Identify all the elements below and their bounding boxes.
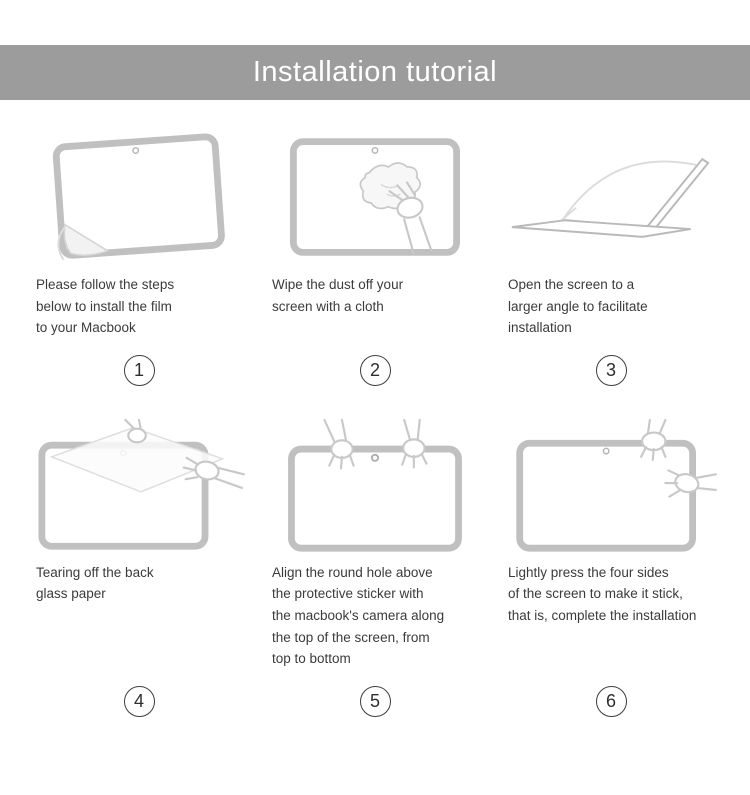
macbook-film-peel-icon xyxy=(52,133,225,261)
camera-dot-icon xyxy=(602,447,610,455)
hand-icon xyxy=(388,181,433,256)
step-3-illustration xyxy=(502,130,720,266)
step-1-illustration xyxy=(30,130,248,266)
laptop-open-angle-icon xyxy=(511,157,710,238)
macbook-screen-icon xyxy=(516,439,696,552)
hand-icon xyxy=(401,418,428,469)
step-4-caption: Tearing off the back glass paper xyxy=(36,564,154,602)
macbook-screen-icon xyxy=(52,133,225,259)
hand-icon xyxy=(182,456,245,489)
step-6-caption: Lightly press the four sides of the scre… xyxy=(508,564,697,623)
step-4-illustration xyxy=(30,418,248,554)
step-card-6: Lightly press the four sides of the scre… xyxy=(502,418,720,723)
align-camera-icon xyxy=(288,418,462,552)
step-card-3: Open the screen to a larger angle to fac… xyxy=(502,130,720,392)
camera-dot-icon xyxy=(371,146,379,154)
film-corner-peel-icon xyxy=(63,223,110,257)
film-curl-icon xyxy=(57,225,66,261)
hand-icon xyxy=(640,418,667,461)
step-1-caption: Please follow the steps below to install… xyxy=(36,277,175,336)
press-edges-icon xyxy=(516,418,717,552)
opening-arc-icon xyxy=(563,160,697,218)
step-2-illustration xyxy=(266,130,484,266)
step-5-number-badge: 5 xyxy=(359,685,391,717)
wipe-screen-icon xyxy=(290,138,460,256)
step-3-number-badge: 3 xyxy=(595,354,627,386)
step-4-number-badge: 4 xyxy=(123,685,155,717)
steps-grid: Please follow the steps below to install… xyxy=(0,100,750,723)
step-6-illustration xyxy=(502,418,720,554)
step-card-4: Tearing off the back glass paper 4 xyxy=(30,418,248,723)
tear-back-paper-icon xyxy=(38,418,245,550)
hand-icon xyxy=(124,418,147,444)
step-3-caption: Open the screen to a larger angle to fac… xyxy=(508,277,648,336)
step-5-caption: Align the round hole above the protectiv… xyxy=(272,564,445,667)
step-5-illustration xyxy=(266,418,484,554)
film-sheet-icon xyxy=(49,426,225,493)
step-card-1: Please follow the steps below to install… xyxy=(30,130,248,392)
hand-icon xyxy=(664,469,717,498)
step-1-number-badge: 1 xyxy=(123,354,155,386)
step-6-number-badge: 6 xyxy=(595,685,627,717)
step-card-2: Wipe the dust off your screen with a clo… xyxy=(266,130,484,392)
page-title: Installation tutorial xyxy=(252,56,498,88)
laptop-screen-slab-icon xyxy=(640,157,710,237)
step-2-caption: Wipe the dust off your screen with a clo… xyxy=(272,277,404,314)
camera-dot-icon xyxy=(371,453,379,462)
step-card-5: Align the round hole above the protectiv… xyxy=(266,418,484,723)
laptop-base-slab-icon xyxy=(511,219,691,238)
step-2-number-badge: 2 xyxy=(359,354,391,386)
header-banner: Installation tutorial xyxy=(0,45,750,100)
macbook-screen-icon xyxy=(288,445,462,552)
camera-dot-icon xyxy=(132,147,140,154)
hand-icon xyxy=(323,418,355,470)
